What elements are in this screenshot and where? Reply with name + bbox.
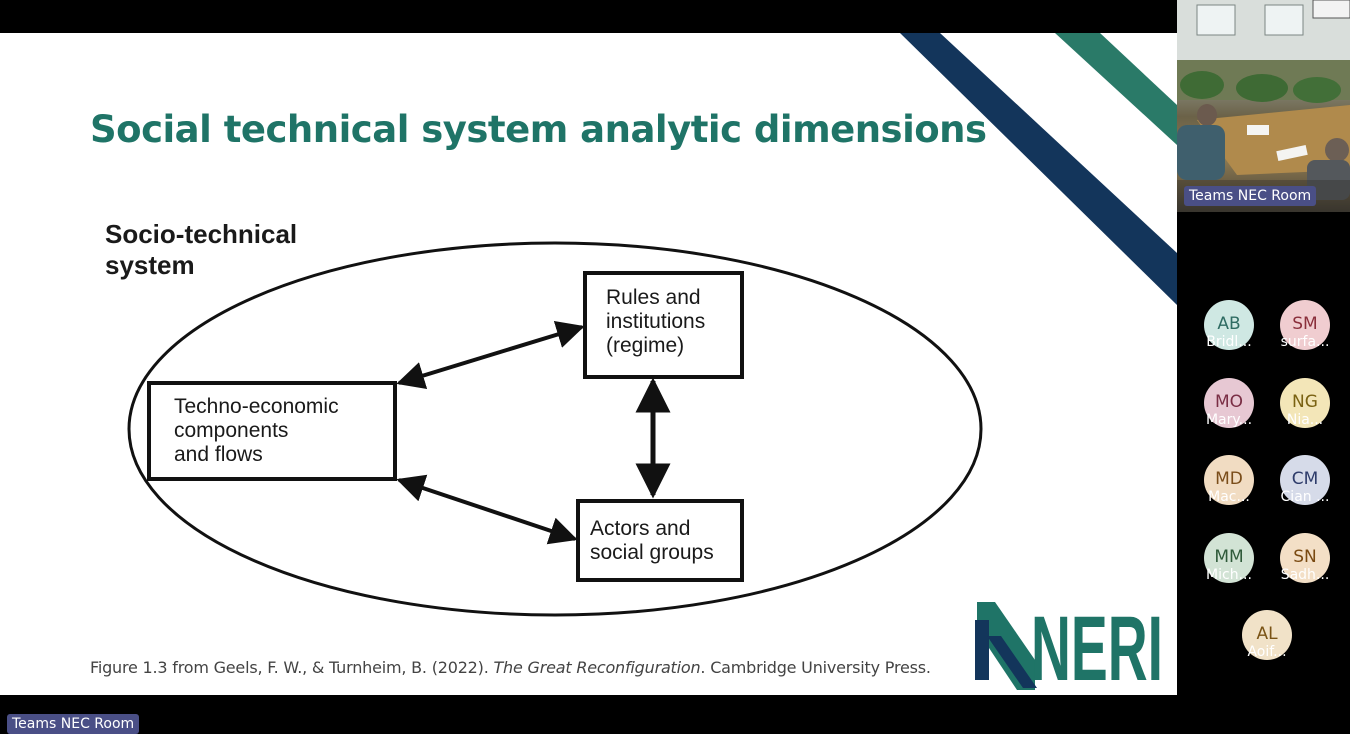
room-video-label: Teams NEC Room <box>1184 186 1317 206</box>
rules-line1: Rules and <box>606 286 701 309</box>
system-label: Socio-technical system <box>105 219 304 280</box>
participant-name: Mac... <box>1208 489 1250 505</box>
participant-avatar: CM <box>1280 455 1330 505</box>
system-label-line1: Socio-technical <box>105 219 297 249</box>
room-video-feed[interactable]: Teams NEC Room <box>1177 0 1350 212</box>
techno-line2: components <box>174 419 288 442</box>
caption-book-title: The Great Reconfiguration <box>493 658 701 677</box>
rules-line3: (regime) <box>606 334 684 357</box>
neri-logo: NERI <box>975 598 1163 690</box>
neri-logo-text: NERI <box>1031 598 1163 690</box>
slide-title: Social technical system analytic dimensi… <box>90 108 987 151</box>
socio-technical-diagram: Socio-technical system Techno-economic c… <box>105 219 983 617</box>
participant-avatar: NG <box>1280 377 1330 428</box>
participant-name: Mary... <box>1205 411 1253 428</box>
room-video-image <box>1177 0 1350 212</box>
participant-name: Aoif... <box>1247 644 1287 660</box>
actors-line2: social groups <box>590 541 714 564</box>
techno-line1: Techno-economic <box>174 395 339 418</box>
shared-slide: Social technical system analytic dimensi… <box>0 33 1177 695</box>
participant-avatar: MM <box>1204 532 1254 583</box>
participant-name: Cian ... <box>1280 489 1330 505</box>
participant-name: Bridl... <box>1206 334 1252 350</box>
actors-line1: Actors and <box>590 517 690 540</box>
caption-publisher: . Cambridge University Press. <box>700 658 931 677</box>
actors-social-groups-text: Actors and social groups <box>590 517 714 564</box>
participant-avatar: MD <box>1204 455 1254 505</box>
participant-avatar: SM <box>1280 300 1330 350</box>
figure-caption: Figure 1.3 from Geels, F. W., & Turnheim… <box>90 658 931 677</box>
arrow-techno-rules <box>396 320 585 390</box>
rules-line2: institutions <box>606 310 705 333</box>
system-label-line2: system <box>105 250 195 280</box>
caption-text: Figure 1.3 from Geels, F. W., & Turnheim… <box>90 658 494 677</box>
techno-economic-text: Techno-economic components and flows <box>174 395 344 466</box>
bottom-room-label: Teams NEC Room <box>7 714 140 734</box>
participant-avatar: SN <box>1280 532 1330 583</box>
participant-avatar: AL <box>1242 610 1292 660</box>
actors-social-groups-box <box>576 499 744 582</box>
system-ellipse <box>127 241 983 617</box>
decorative-stripes <box>900 33 1177 305</box>
participant-name: Nia... <box>1286 411 1324 428</box>
techno-economic-box <box>147 381 397 481</box>
participant-name: Mich... <box>1206 566 1252 583</box>
rules-institutions-text: Rules and institutions (regime) <box>606 286 711 357</box>
participant-name: Sadh... <box>1280 566 1330 583</box>
participant-avatar: AB <box>1204 300 1254 350</box>
rules-institutions-box <box>583 271 744 379</box>
participant-name: surfa... <box>1280 334 1330 350</box>
arrow-techno-actors <box>396 474 578 545</box>
participant-avatar: MO <box>1204 377 1254 428</box>
techno-line3: and flows <box>174 443 263 466</box>
